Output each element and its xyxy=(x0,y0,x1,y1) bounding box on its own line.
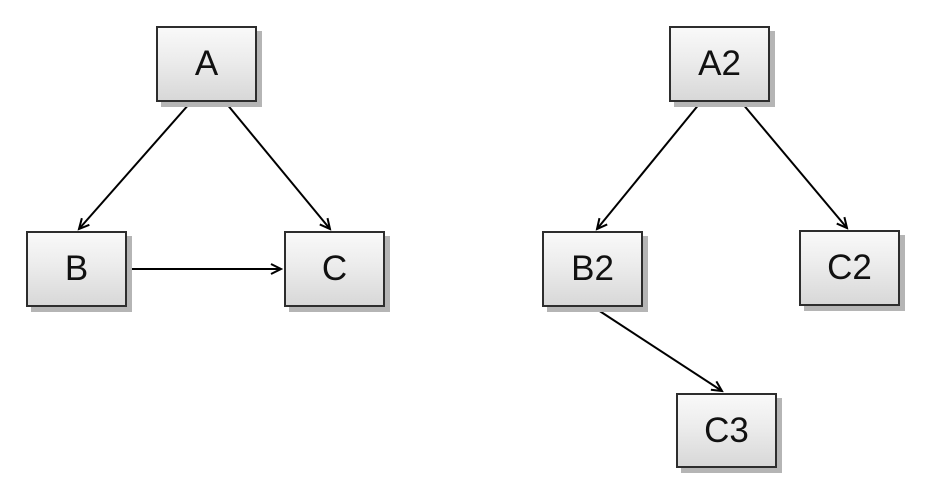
edge-A-C xyxy=(225,102,330,229)
edge-A2-C2 xyxy=(741,102,847,228)
node-C: C xyxy=(284,231,385,307)
node-A2: A2 xyxy=(669,26,770,102)
node-B: B xyxy=(26,231,127,307)
edge-A-B xyxy=(79,102,191,229)
node-C2: C2 xyxy=(799,230,900,306)
node-C3: C3 xyxy=(676,393,777,468)
edge-B2-C3 xyxy=(594,307,722,391)
node-A: A xyxy=(156,26,257,102)
node-B2: B2 xyxy=(542,231,643,307)
edge-A2-B2 xyxy=(597,102,701,229)
